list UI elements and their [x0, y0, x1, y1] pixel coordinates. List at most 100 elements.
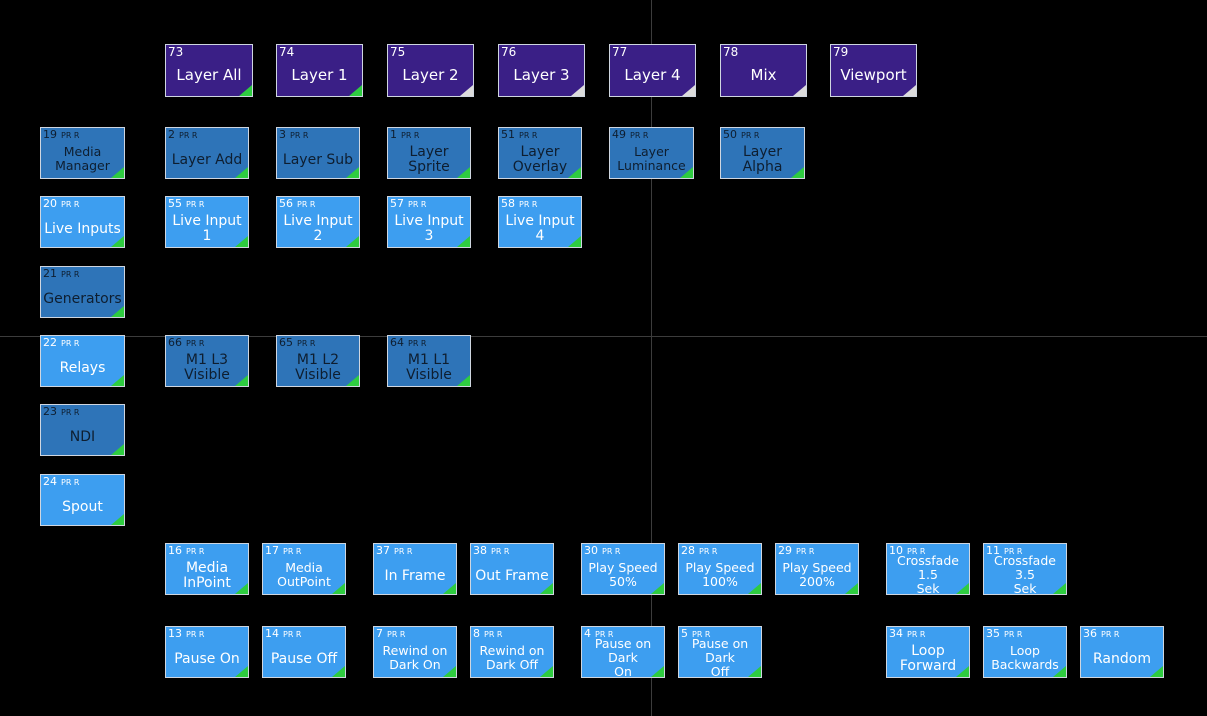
crosshair-horizontal-line — [0, 336, 1207, 337]
tile-tag: PR R — [484, 630, 503, 639]
tile-tag: PR R — [387, 630, 406, 639]
tile-label: Generators — [43, 290, 122, 307]
tile-tag: PR R — [401, 131, 420, 140]
status-indicator-icon — [457, 236, 470, 247]
tile-label: Layer Sub — [282, 151, 354, 168]
tile-label: Layer Luminance — [617, 144, 686, 173]
tile-tag: PR R — [61, 408, 80, 417]
tile-id: 17 — [265, 544, 279, 557]
status-indicator-icon — [457, 375, 470, 386]
status-indicator-icon — [956, 666, 969, 677]
tile-id: 66 — [168, 336, 182, 349]
tile-label: Relays — [59, 359, 106, 376]
tile-number: 7 PR R — [376, 628, 405, 641]
tile-id: 30 — [584, 544, 598, 557]
tile-label: Media InPoint — [183, 560, 231, 591]
status-indicator-icon — [748, 583, 761, 594]
tile-tag: PR R — [179, 131, 198, 140]
tile-id: 34 — [889, 627, 903, 640]
tile-tag: PR R — [290, 131, 309, 140]
tile-id: 13 — [168, 627, 182, 640]
tile-label: Viewport — [840, 66, 907, 84]
tile-number: 75 — [390, 46, 405, 59]
status-indicator-icon — [332, 666, 345, 677]
tile-number: 78 — [723, 46, 738, 59]
tile-tag: PR R — [692, 630, 711, 639]
tile-tag: PR R — [491, 547, 510, 556]
tile-id: 7 — [376, 627, 383, 640]
status-indicator-icon — [235, 375, 248, 386]
status-indicator-icon — [540, 583, 553, 594]
tile-id: 77 — [612, 45, 628, 59]
tile-tag: PR R — [595, 630, 614, 639]
tile-label: Rewind on Dark On — [382, 643, 448, 672]
status-indicator-icon — [568, 167, 581, 178]
tile-tag: PR R — [186, 200, 205, 209]
tile-tag: PR R — [297, 200, 316, 209]
status-indicator-icon — [903, 85, 916, 96]
tile-label: Loop Forward — [899, 643, 957, 674]
status-indicator-icon — [568, 236, 581, 247]
tile-label: M1 L2 Visible — [295, 352, 341, 383]
tile-label: M1 L3 Visible — [184, 352, 230, 383]
tile-label: Pause on Dark On — [594, 636, 652, 678]
tile-rewind-on-dark-on-button[interactable]: 7 PR R Rewind on Dark On — [373, 626, 457, 678]
tile-tag: PR R — [796, 547, 815, 556]
tile-tag: PR R — [186, 547, 205, 556]
tile-tag: PR R — [741, 131, 760, 140]
tile-tag: PR R — [1101, 630, 1120, 639]
tile-label: Crossfade 3.5 Sek — [994, 553, 1056, 595]
